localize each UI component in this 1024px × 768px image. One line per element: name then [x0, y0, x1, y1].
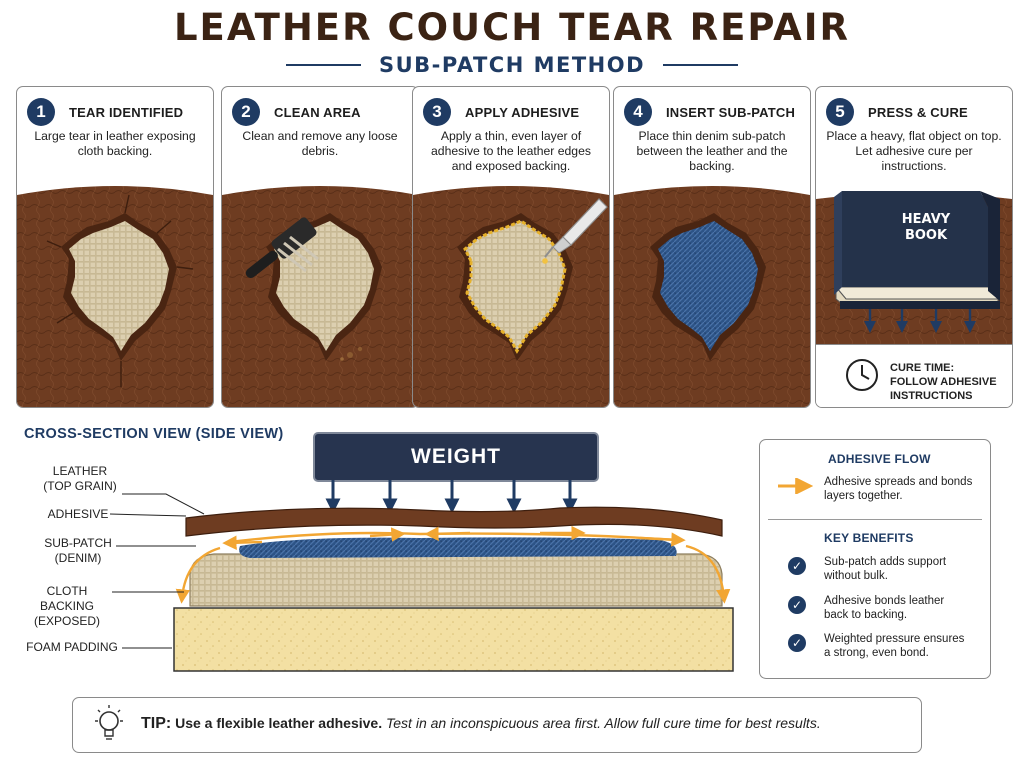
check-icon: ✓: [788, 557, 806, 575]
step-card-5: HEAVY BOOK 5 PRESS & CURE Place a heavy,…: [815, 86, 1013, 408]
insert-subpatch-illustration: [614, 186, 810, 407]
layer-label-line: CLOTH BACKING: [39, 584, 94, 613]
legend-line: Sub-patch adds support: [824, 556, 947, 568]
leather-layer: [185, 506, 723, 537]
layer-label-line: (TOP GRAIN): [43, 479, 117, 493]
legend-divider: [768, 519, 982, 520]
legend-panel: ADHESIVE FLOW Adhesive spreads and bonds…: [759, 439, 991, 679]
subtitle-row: SUB-PATCH METHOD: [0, 50, 1024, 80]
step-number-badge: 4: [624, 98, 652, 126]
cure-time-line: CURE TIME:: [890, 362, 955, 374]
foam-layer: [173, 607, 734, 672]
weight-block: WEIGHT: [313, 432, 599, 482]
denim-patch: [658, 221, 758, 351]
layer-label-subpatch: SUB-PATCH (DENIM): [40, 536, 116, 566]
check-icon: ✓: [788, 634, 806, 652]
step-card-4: 4 INSERT SUB-PATCH Place thin denim sub-…: [613, 86, 811, 408]
subtitle-rule-right: [663, 64, 739, 66]
step-title: APPLY ADHESIVE: [465, 104, 580, 120]
denim-layer: [239, 537, 677, 558]
step-card-3: 3 APPLY ADHESIVE Apply a thin, even laye…: [412, 86, 610, 408]
adhesive-flow-arrow-icon: [778, 478, 814, 494]
book-label-heavy: HEAVY: [902, 212, 951, 227]
step-card-1: 1 TEAR IDENTIFIED Large tear in leather …: [16, 86, 214, 408]
weight-arrows: [325, 480, 578, 514]
benefit-item: Adhesive bonds leather back to backing.: [824, 594, 944, 622]
step-description: Apply a thin, even layer of adhesive to …: [431, 129, 591, 173]
tip-italic-text: Test in an inconspicuous area first. All…: [386, 715, 821, 731]
step-card-2: 2 CLEAN AREA Clean and remove any loose …: [221, 86, 419, 408]
torn-leather-illustration: [17, 186, 213, 407]
clock-icon: [846, 359, 878, 391]
legend-line: layers together.: [824, 490, 903, 502]
cross-section-title: CROSS-SECTION VIEW (SIDE VIEW): [24, 426, 284, 442]
step-header-5: 5 PRESS & CURE: [826, 97, 1006, 127]
cure-time-box: CURE TIME: FOLLOW ADHESIVE INSTRUCTIONS: [816, 344, 1012, 407]
cross-section-diagram: [109, 480, 734, 672]
adhesive-flow-text: Adhesive spreads and bonds layers togeth…: [824, 475, 972, 503]
step-title: CLEAN AREA: [274, 104, 361, 120]
apply-adhesive-illustration: [413, 186, 609, 407]
benefit-item: Weighted pressure ensures a strong, even…: [824, 632, 964, 660]
layer-label-line: (DENIM): [54, 551, 102, 565]
book-icon: HEAVY BOOK: [834, 191, 1000, 309]
benefit-item: Sub-patch adds support without bulk.: [824, 555, 946, 583]
tip-label: TIP:: [141, 715, 172, 732]
layer-label-adhesive: ADHESIVE: [46, 507, 110, 522]
tip-box: TIP: Use a flexible leather adhesive. Te…: [72, 697, 922, 753]
step-number-badge: 2: [232, 98, 260, 126]
lightbulb-icon: [95, 705, 123, 740]
legend-line: a strong, even bond.: [824, 647, 929, 659]
cloth-backing-layer: [189, 553, 723, 607]
subtitle-rule-left: [285, 64, 361, 66]
step-number-badge: 5: [826, 98, 854, 126]
step-description: Clean and remove any loose debris.: [242, 129, 398, 158]
glue-tube-icon: [542, 198, 608, 264]
brush-icon: [245, 217, 319, 279]
layer-leader-lines: [109, 493, 205, 649]
press-cure-illustration: HEAVY BOOK: [816, 191, 1012, 345]
step-number-badge: 1: [27, 98, 55, 126]
legend-line: back to backing.: [824, 609, 908, 621]
step-header-2: 2 CLEAN AREA: [232, 97, 412, 127]
layer-label-line: (EXPOSED): [33, 614, 100, 628]
tip-bold-text: Use a flexible leather adhesive.: [175, 715, 383, 731]
step-description: Place a heavy, flat object on top. Let a…: [826, 129, 1002, 173]
step-title: TEAR IDENTIFIED: [69, 104, 184, 120]
adhesive-flow-heading: ADHESIVE FLOW: [828, 452, 931, 466]
layer-label-line: FOAM PADDING: [26, 640, 118, 654]
page-title: LEATHER COUCH TEAR REPAIR: [173, 6, 851, 49]
legend-line: Weighted pressure ensures: [824, 633, 965, 645]
layer-label-line: SUB-PATCH: [44, 536, 112, 550]
step-number-badge: 3: [423, 98, 451, 126]
check-icon: ✓: [788, 596, 806, 614]
step-description: Place thin denim sub-patch between the l…: [636, 129, 788, 173]
page-subtitle: SUB-PATCH METHOD: [378, 53, 646, 77]
step-header-1: 1 TEAR IDENTIFIED: [27, 97, 207, 127]
step-title: PRESS & CURE: [868, 104, 968, 120]
cure-time-line: INSTRUCTIONS: [890, 390, 973, 402]
legend-line: Adhesive bonds leather: [824, 595, 945, 607]
step-title: INSERT SUB-PATCH: [666, 104, 796, 120]
cure-time-text: CURE TIME: FOLLOW ADHESIVE INSTRUCTIONS: [890, 361, 997, 403]
adhesive-flow-arrows: [175, 525, 731, 604]
layer-label-leather: LEATHER (TOP GRAIN): [40, 464, 120, 494]
tip-text: TIP: Use a flexible leather adhesive. Te…: [141, 715, 821, 733]
layer-label-line: ADHESIVE: [47, 507, 109, 521]
clean-area-illustration: [222, 186, 418, 407]
layer-label-foam: FOAM PADDING: [22, 640, 122, 655]
legend-line: Adhesive spreads and bonds: [824, 476, 973, 488]
legend-line: without bulk.: [824, 570, 888, 582]
step-header-4: 4 INSERT SUB-PATCH: [624, 97, 804, 127]
book-label-book: BOOK: [905, 228, 948, 243]
layer-label-cloth-backing: CLOTH BACKING (EXPOSED): [20, 584, 114, 629]
step-description: Large tear in leather exposing cloth bac…: [34, 129, 196, 158]
layer-label-line: LEATHER: [52, 464, 108, 478]
key-benefits-heading: KEY BENEFITS: [824, 531, 914, 545]
step-header-3: 3 APPLY ADHESIVE: [423, 97, 603, 127]
cure-time-line: FOLLOW ADHESIVE: [890, 376, 997, 388]
